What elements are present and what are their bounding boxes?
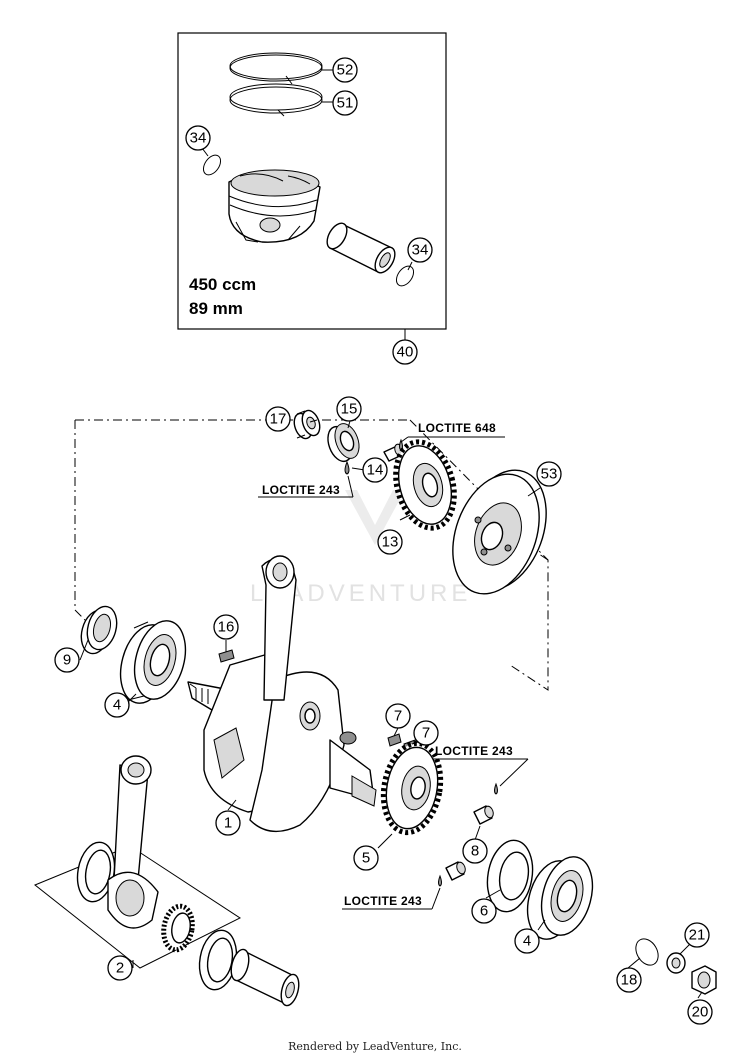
callout-4-left[interactable]: 4	[104, 692, 130, 718]
svg-text:52: 52	[337, 62, 354, 79]
spacer-6	[486, 839, 534, 913]
oil-seal-9	[80, 605, 118, 655]
circlip-18	[635, 938, 659, 966]
piston-kit-frame	[177, 32, 447, 330]
balancer-gear-13	[393, 439, 457, 531]
svg-text:51: 51	[337, 95, 354, 112]
svg-text:14: 14	[367, 462, 384, 479]
loctite-drop-upper	[344, 460, 350, 475]
svg-text:LOCTITE 243: LOCTITE 243	[262, 483, 340, 497]
piston-bore-label: 89 mm	[189, 299, 243, 318]
svg-text:40: 40	[397, 344, 414, 361]
callout-4-right[interactable]: 4	[514, 928, 540, 954]
svg-text:34: 34	[412, 242, 429, 259]
svg-text:18: 18	[621, 972, 638, 989]
svg-text:34: 34	[190, 130, 207, 147]
svg-text:7: 7	[422, 725, 430, 742]
piston-ring-lower	[229, 83, 323, 117]
balancer-weight-53	[452, 469, 547, 595]
loctite-243-upper-label: LOCTITE 243	[258, 475, 354, 498]
svg-text:16: 16	[218, 619, 235, 636]
callout-15[interactable]: 15	[336, 396, 362, 422]
callout-14[interactable]: 14	[362, 457, 388, 483]
svg-text:17: 17	[270, 411, 287, 428]
nut-20	[691, 965, 717, 995]
callout-34-lower[interactable]: 34	[407, 237, 433, 263]
piston	[228, 169, 321, 243]
footer-credit: Rendered by LeadVenture, Inc.	[288, 1040, 462, 1053]
svg-text:53: 53	[541, 466, 558, 483]
piston-pin-circlip-left	[202, 154, 222, 176]
svg-text:15: 15	[341, 401, 358, 418]
svg-text:20: 20	[692, 1004, 709, 1021]
callout-21[interactable]: 21	[684, 922, 710, 948]
svg-text:8: 8	[471, 843, 479, 860]
callout-5[interactable]: 5	[353, 845, 379, 871]
callout-51[interactable]: 51	[332, 90, 358, 116]
main-bearing-left-4	[119, 620, 187, 704]
crankshaft-1	[187, 555, 377, 833]
loctite-drop-mid	[494, 782, 498, 795]
assembly-boundary-right	[529, 547, 549, 561]
svg-text:LOCTITE 243: LOCTITE 243	[344, 894, 422, 908]
callout-8[interactable]: 8	[462, 838, 488, 864]
watermark-logo-icon	[345, 490, 405, 545]
screw-8-lower	[445, 861, 466, 881]
callout-16[interactable]: 16	[213, 614, 239, 640]
bearing-17	[293, 409, 321, 440]
piston-pin-circlip-right	[395, 265, 415, 287]
svg-text:9: 9	[63, 652, 71, 669]
callout-53[interactable]: 53	[536, 461, 562, 487]
callout-7-right[interactable]: 7	[413, 720, 439, 746]
svg-text:7: 7	[394, 708, 402, 725]
callout-13[interactable]: 13	[377, 529, 403, 555]
svg-text:6: 6	[480, 903, 488, 920]
loctite-648-label: LOCTITE 648	[400, 421, 505, 443]
callout-1[interactable]: 1	[215, 810, 241, 836]
svg-text:4: 4	[113, 697, 121, 714]
callout-7-left[interactable]: 7	[385, 703, 411, 729]
callout-9[interactable]: 9	[54, 647, 80, 673]
callout-6[interactable]: 6	[471, 898, 497, 924]
loctite-243-lower-label: LOCTITE 243	[342, 887, 441, 910]
callout-18[interactable]: 18	[616, 967, 642, 993]
callout-17[interactable]: 17	[265, 406, 291, 432]
piston-pin	[326, 222, 396, 274]
loctite-drop-lower	[438, 874, 442, 887]
svg-text:2: 2	[116, 960, 124, 977]
svg-text:4: 4	[523, 933, 531, 950]
piston-displacement-label: 450 ccm	[189, 275, 256, 294]
callout-40[interactable]: 40	[392, 339, 418, 365]
piston-kit-box: 450 ccm 89 mm	[177, 32, 447, 330]
callout-52[interactable]: 52	[332, 57, 358, 83]
callout-2[interactable]: 2	[107, 955, 133, 981]
svg-text:21: 21	[689, 927, 706, 944]
loctite-243-mid-label: LOCTITE 243	[433, 744, 529, 787]
svg-text:13: 13	[382, 534, 399, 551]
callout-34-upper[interactable]: 34	[185, 125, 211, 151]
screw-8-upper	[473, 805, 494, 825]
svg-text:1: 1	[224, 815, 232, 832]
conrod-kit-2	[34, 755, 300, 1007]
bearing-15	[327, 423, 360, 463]
main-bearing-right-4	[526, 856, 594, 940]
svg-text:LOCTITE 648: LOCTITE 648	[418, 421, 496, 435]
callout-20[interactable]: 20	[687, 999, 713, 1025]
svg-text:LOCTITE 243: LOCTITE 243	[435, 744, 513, 758]
woodruff-key-7a	[387, 733, 402, 747]
woodruff-key-16	[218, 649, 235, 663]
svg-text:5: 5	[362, 850, 370, 867]
piston-ring-upper	[229, 52, 323, 85]
